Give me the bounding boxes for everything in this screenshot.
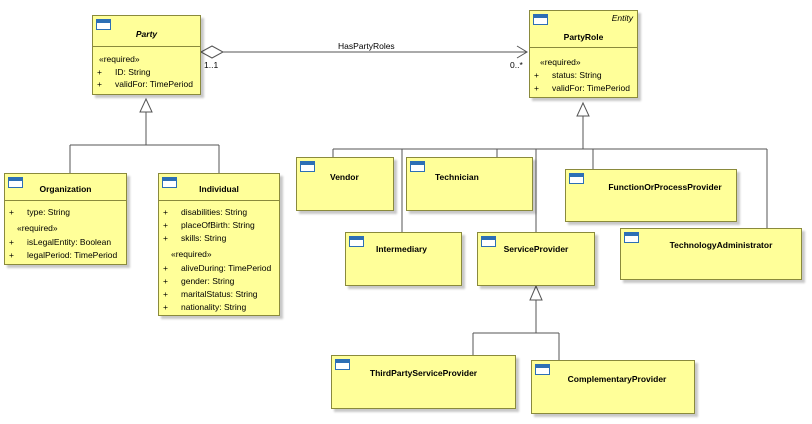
- class-name: Party: [135, 29, 158, 39]
- class-vendor[interactable]: Vendor: [296, 157, 394, 211]
- class-stereotype: Entity: [611, 13, 633, 23]
- class-individual[interactable]: Individual +disabilities: String +placeO…: [158, 173, 280, 316]
- class-icon: [624, 232, 639, 243]
- class-icon: [535, 364, 550, 375]
- class-third-party-service-provider[interactable]: ThirdPartyServiceProvider: [331, 355, 516, 409]
- generalization-arrow-serviceprovider: [529, 284, 543, 301]
- class-name: Individual: [199, 184, 239, 194]
- class-technician[interactable]: Technician: [406, 157, 533, 211]
- class-name: ThirdPartyServiceProvider: [369, 368, 478, 378]
- class-icon: [162, 177, 177, 188]
- class-organization[interactable]: Organization +type: String «required» +i…: [4, 173, 127, 265]
- attribute-row: +skills: String: [163, 233, 227, 243]
- class-complementary-provider[interactable]: ComplementaryProvider: [531, 360, 695, 414]
- stereotype-group-label: «required»: [540, 57, 581, 67]
- attribute-row: +disabilities: String: [163, 207, 248, 217]
- class-icon: [96, 19, 111, 30]
- class-icon: [569, 173, 584, 184]
- class-service-provider[interactable]: ServiceProvider: [477, 232, 595, 286]
- stereotype-group-label: «required»: [17, 223, 58, 233]
- generalization-arrow-party: [139, 97, 153, 113]
- class-icon: [300, 161, 315, 172]
- association-source-multiplicity: 1..1: [204, 60, 219, 70]
- class-icon: [335, 359, 350, 370]
- stereotype-group-label: «required»: [99, 54, 140, 64]
- aggregation-diamond: [199, 45, 225, 59]
- class-icon: [533, 14, 548, 25]
- generalization-arrow-partyrole: [576, 101, 590, 117]
- attribute-row: +maritalStatus: String: [163, 289, 258, 299]
- attribute-row: +ID: String: [97, 67, 151, 77]
- class-name: ServiceProvider: [503, 244, 569, 254]
- attribute-row: +nationality: String: [163, 302, 247, 312]
- attribute-row: +validFor: TimePeriod: [97, 79, 193, 89]
- attribute-row: +aliveDuring: TimePeriod: [163, 263, 272, 273]
- class-party-role[interactable]: Entity PartyRole «required» +status: Str…: [529, 10, 638, 98]
- class-icon: [8, 177, 23, 188]
- association-arrowhead: [516, 45, 528, 59]
- class-icon: [349, 236, 364, 247]
- stereotype-group-label: «required»: [171, 249, 212, 259]
- attribute-row: +legalPeriod: TimePeriod: [9, 250, 118, 260]
- class-name: PartyRole: [563, 32, 604, 42]
- class-name: FunctionOrProcessProvider: [608, 182, 722, 192]
- class-name: Technician: [435, 172, 479, 182]
- class-intermediary[interactable]: Intermediary: [345, 232, 462, 286]
- class-name: Organization: [39, 184, 92, 194]
- class-name: ComplementaryProvider: [567, 374, 667, 384]
- class-party[interactable]: Party «required» +ID: String +validFor: …: [92, 15, 201, 95]
- association-name: HasPartyRoles: [338, 41, 395, 51]
- attribute-row: +placeOfBirth: String: [163, 220, 255, 230]
- class-name: Vendor: [330, 172, 359, 182]
- attribute-row: +gender: String: [163, 276, 235, 286]
- attribute-row: +validFor: TimePeriod: [534, 83, 630, 93]
- association-target-multiplicity: 0..*: [510, 60, 523, 70]
- class-technology-administrator[interactable]: TechnologyAdministrator: [620, 228, 802, 280]
- class-icon: [410, 161, 425, 172]
- attribute-row: +type: String: [9, 207, 70, 217]
- class-name: TechnologyAdministrator: [669, 240, 773, 250]
- class-name: Intermediary: [376, 244, 428, 254]
- attribute-row: +status: String: [534, 70, 602, 80]
- attribute-row: +isLegalEntity: Boolean: [9, 237, 112, 247]
- class-function-or-process-provider[interactable]: FunctionOrProcessProvider: [565, 169, 737, 222]
- class-icon: [481, 236, 496, 247]
